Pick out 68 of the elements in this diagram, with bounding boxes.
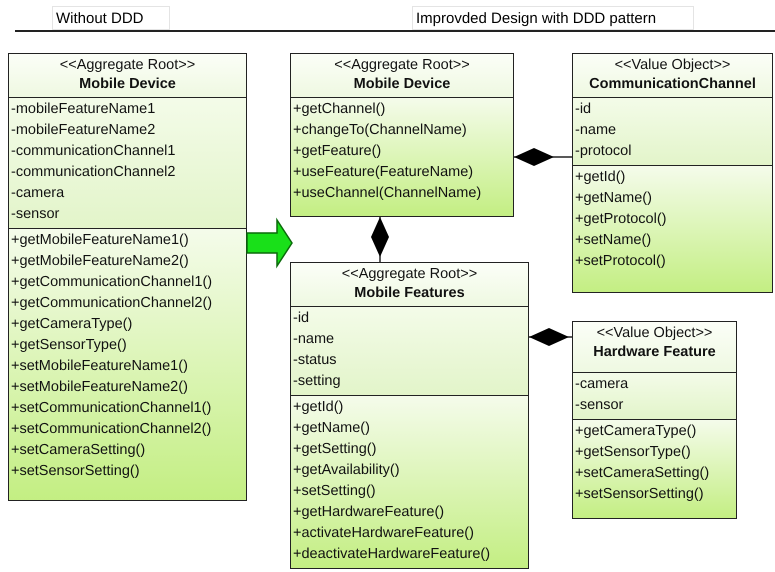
method-text: +getId() <box>575 168 626 187</box>
method-text: +useChannel(ChannelName) <box>293 184 482 203</box>
method-text: +getCameraType() <box>575 422 696 441</box>
attribute-text: -protocol <box>575 142 632 161</box>
class-box <box>572 321 737 519</box>
composition-connector <box>514 148 572 166</box>
attribute-text: -communicationChannel2 <box>11 163 176 182</box>
class-box <box>572 53 773 293</box>
stereotype-label: <<Aggregate Root>> <box>342 265 478 284</box>
attribute-text: -communicationChannel1 <box>11 142 176 161</box>
method-text: +getFeature() <box>293 142 382 161</box>
stereotype-label: <<Value Object>> <box>614 56 730 75</box>
method-text: +getHardwareFeature() <box>293 503 444 522</box>
method-text: +getCommunicationChannel2() <box>11 294 212 313</box>
stereotype-label: <<Aggregate Root>> <box>60 56 196 75</box>
class-box <box>290 53 514 217</box>
attribute-text: -mobileFeatureName2 <box>11 121 156 140</box>
method-text: +setSensorSetting() <box>11 462 140 481</box>
class-name: CommunicationChannel <box>589 75 756 94</box>
method-text: +setCommunicationChannel2() <box>11 420 212 439</box>
stereotype-label: <<Aggregate Root>> <box>334 56 470 75</box>
method-text: +useFeature(FeatureName) <box>293 163 474 182</box>
attribute-text: -mobileFeatureName1 <box>11 100 156 119</box>
method-text: +setProtocol() <box>575 252 666 271</box>
attribute-text: -name <box>575 121 616 140</box>
method-text: +getSensorType() <box>11 336 127 355</box>
method-text: +setName() <box>575 231 652 250</box>
method-text: +setMobileFeatureName2() <box>11 378 188 397</box>
method-text: +getChannel() <box>293 100 386 119</box>
section-heading: Improvded Design with DDD pattern <box>412 6 694 30</box>
block-arrow <box>246 217 293 269</box>
attribute-text: -id <box>293 309 310 328</box>
class-box <box>8 53 247 501</box>
method-text: +getMobileFeatureName2() <box>11 252 189 271</box>
method-text: +getId() <box>293 398 344 417</box>
method-text: +getProtocol() <box>575 210 666 229</box>
attribute-text: -sensor <box>11 205 60 224</box>
attribute-text: -camera <box>11 184 64 203</box>
attribute-text: -sensor <box>575 396 624 415</box>
method-text: +setMobileFeatureName1() <box>11 357 188 376</box>
method-text: +setSetting() <box>293 482 376 501</box>
class-box <box>290 262 529 569</box>
class-name: Mobile Device <box>354 75 450 94</box>
method-text: +setCommunicationChannel1() <box>11 399 212 418</box>
attribute-text: -status <box>293 351 337 370</box>
method-text: +getCameraType() <box>11 315 132 334</box>
method-text: +getMobileFeatureName1() <box>11 231 189 250</box>
method-text: +setCameraSetting() <box>575 464 710 483</box>
method-text: +getAvailability() <box>293 461 400 480</box>
method-text: +deactivateHardwareFeature() <box>293 545 490 564</box>
attribute-text: -name <box>293 330 334 349</box>
method-text: +getSetting() <box>293 440 376 459</box>
method-text: +changeTo(ChannelName) <box>293 121 467 140</box>
stereotype-label: <<Value Object>> <box>596 324 712 343</box>
class-name: Hardware Feature <box>593 343 716 362</box>
attribute-text: -id <box>575 100 592 119</box>
method-text: +setCameraSetting() <box>11 441 146 460</box>
attribute-text: -setting <box>293 372 341 391</box>
method-text: +setSensorSetting() <box>575 485 704 504</box>
method-text: +activateHardwareFeature() <box>293 524 474 543</box>
method-text: +getCommunicationChannel1() <box>11 273 212 292</box>
attribute-text: -camera <box>575 375 628 394</box>
method-text: +getSensorType() <box>575 443 691 462</box>
section-heading: Without DDD <box>52 6 170 30</box>
class-name: Mobile Device <box>79 75 176 94</box>
method-text: +getName() <box>293 419 370 438</box>
method-text: +getName() <box>575 189 652 208</box>
class-name: Mobile Features <box>354 284 465 303</box>
